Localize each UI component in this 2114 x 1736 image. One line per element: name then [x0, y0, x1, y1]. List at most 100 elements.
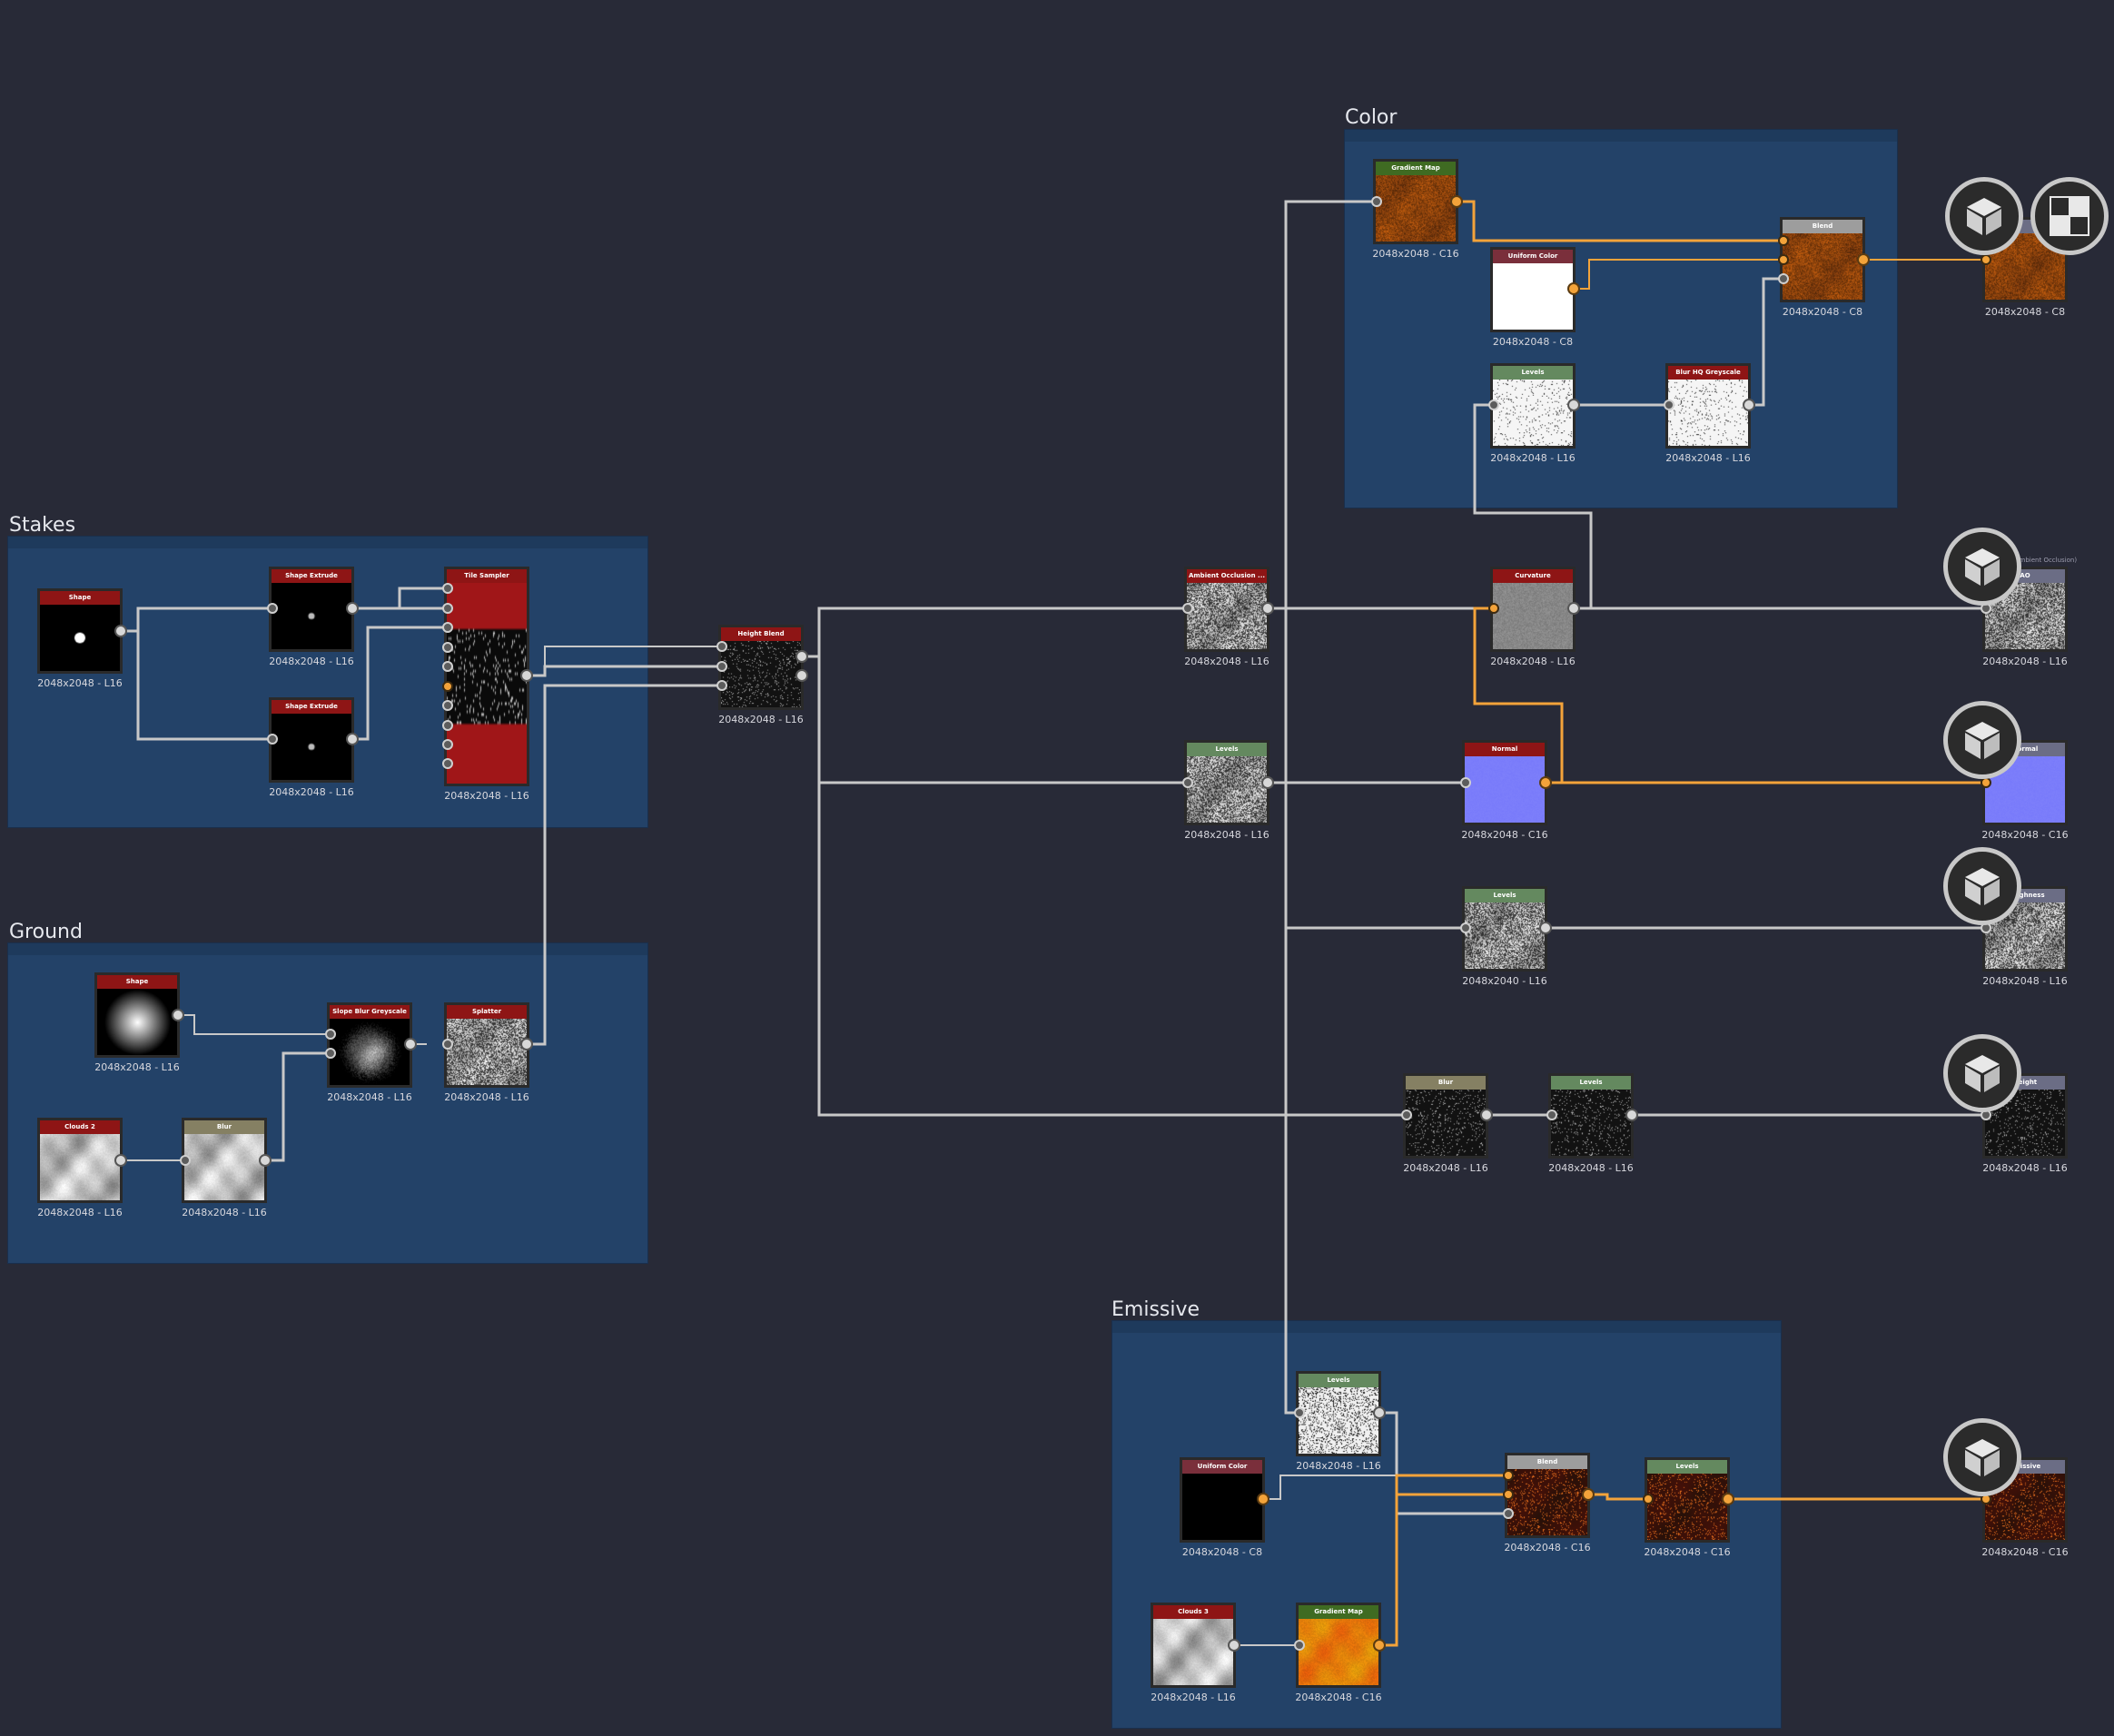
node-unicolor2[interactable]: Uniform Color [1180, 1457, 1265, 1543]
node-levels2[interactable]: Levels [1184, 740, 1269, 825]
node-out_emissive[interactable]: Emissive [1982, 1457, 2068, 1543]
input-port[interactable] [442, 720, 453, 731]
output-port[interactable] [1567, 602, 1580, 615]
cube-icon[interactable] [1943, 528, 2021, 606]
cube-icon[interactable] [1945, 177, 2023, 255]
input-port[interactable] [325, 1048, 336, 1059]
node-shape2[interactable]: Shape [94, 972, 180, 1058]
input-port[interactable] [442, 700, 453, 711]
node-shext1[interactable]: Shape Extrude [269, 567, 354, 652]
input-port[interactable] [1294, 1407, 1305, 1418]
input-port[interactable] [1643, 1494, 1654, 1504]
input-port[interactable] [1371, 196, 1382, 207]
output-port[interactable] [1582, 1488, 1595, 1501]
input-port[interactable] [1778, 273, 1789, 284]
input-port[interactable] [1503, 1489, 1514, 1500]
output-port[interactable] [114, 625, 127, 637]
output-port[interactable] [1261, 776, 1274, 789]
node-levels1[interactable]: Levels [1490, 363, 1576, 449]
node-heightblend[interactable]: Height Blend [718, 625, 804, 710]
input-port[interactable] [1401, 1110, 1412, 1120]
node-ao[interactable]: Ambient Occlusion ... [1184, 567, 1269, 652]
input-port[interactable] [267, 734, 278, 745]
output-port[interactable] [1257, 1493, 1269, 1505]
output-port[interactable] [346, 733, 359, 745]
output-port[interactable] [1261, 602, 1274, 615]
node-shblur[interactable]: Slope Blur Greyscale [327, 1002, 412, 1088]
node-levels3[interactable]: Levels [1462, 886, 1547, 972]
input-port[interactable] [1778, 254, 1789, 265]
input-port[interactable] [1294, 1640, 1305, 1651]
output-port[interactable] [1373, 1406, 1386, 1419]
input-port[interactable] [716, 661, 727, 672]
cube-icon[interactable] [1943, 701, 2021, 779]
node-clouds3[interactable]: Clouds 3 [1151, 1603, 1236, 1688]
node-splatter[interactable]: Splatter [444, 1002, 529, 1088]
output-port[interactable] [1567, 282, 1580, 295]
node-blurhq[interactable]: Blur HQ Greyscale [1665, 363, 1751, 449]
input-port[interactable] [180, 1155, 191, 1166]
node-gradmap2[interactable]: Gradient Map [1296, 1603, 1381, 1688]
node-shape1[interactable]: Shape [37, 588, 123, 674]
input-port[interactable] [442, 642, 453, 653]
node-unicolor1[interactable]: Uniform Color [1490, 247, 1576, 332]
output-port[interactable] [1228, 1639, 1240, 1652]
cube-icon[interactable] [1943, 1034, 2021, 1112]
output-port[interactable] [520, 1038, 533, 1050]
node-blend2[interactable]: Blend [1505, 1453, 1590, 1538]
node-levels4[interactable]: Levels [1548, 1073, 1634, 1159]
output-port[interactable] [172, 1009, 184, 1021]
node-normal[interactable]: Normal [1462, 740, 1547, 825]
node-blur2[interactable]: Blur [1403, 1073, 1488, 1159]
input-port[interactable] [1503, 1470, 1514, 1481]
output-port[interactable] [520, 669, 533, 682]
input-port[interactable] [442, 661, 453, 672]
output-port[interactable] [346, 602, 359, 615]
node-blend1[interactable]: Blend [1780, 217, 1865, 302]
output-port[interactable] [1722, 1493, 1734, 1505]
output-port[interactable] [795, 669, 808, 682]
node-levels5[interactable]: Levels [1296, 1371, 1381, 1456]
input-port[interactable] [267, 603, 278, 614]
input-port[interactable] [1460, 922, 1471, 933]
output-port[interactable] [795, 650, 808, 663]
input-port[interactable] [325, 1029, 336, 1040]
node-curvature[interactable]: Curvature [1490, 567, 1576, 652]
output-port[interactable] [1857, 253, 1870, 266]
node-gradmap1[interactable]: Gradient Map [1373, 159, 1458, 244]
input-port[interactable] [716, 680, 727, 691]
input-port[interactable] [1460, 777, 1471, 788]
input-port[interactable] [442, 583, 453, 594]
output-port[interactable] [1480, 1109, 1493, 1121]
output-port[interactable] [404, 1038, 417, 1050]
input-port[interactable] [442, 603, 453, 614]
cube-icon[interactable] [1943, 1418, 2021, 1496]
output-port[interactable] [1373, 1639, 1386, 1652]
input-port[interactable] [1546, 1110, 1557, 1120]
output-port[interactable] [1743, 399, 1755, 411]
input-port[interactable] [442, 739, 453, 750]
output-port[interactable] [114, 1154, 127, 1167]
checker-icon[interactable] [2030, 177, 2109, 255]
node-blur1[interactable]: Blur [182, 1118, 267, 1203]
input-port[interactable] [1664, 399, 1674, 410]
output-port[interactable] [1539, 776, 1552, 789]
node-tilesamp[interactable]: Tile Sampler [444, 567, 529, 786]
input-port[interactable] [1981, 254, 1991, 265]
input-port[interactable] [442, 681, 453, 692]
output-port[interactable] [1539, 922, 1552, 934]
node-clouds2[interactable]: Clouds 2 [37, 1118, 123, 1203]
input-port[interactable] [1182, 777, 1193, 788]
output-port[interactable] [1450, 195, 1463, 208]
input-port[interactable] [1488, 399, 1499, 410]
output-port[interactable] [1567, 399, 1580, 411]
input-port[interactable] [442, 622, 453, 633]
node-levels6[interactable]: Levels [1645, 1457, 1730, 1543]
input-port[interactable] [1182, 603, 1193, 614]
input-port[interactable] [442, 758, 453, 769]
node-shext2[interactable]: Shape Extrude [269, 697, 354, 783]
cube-icon[interactable] [1943, 847, 2021, 925]
input-port[interactable] [1503, 1508, 1514, 1519]
input-port[interactable] [1488, 603, 1499, 614]
